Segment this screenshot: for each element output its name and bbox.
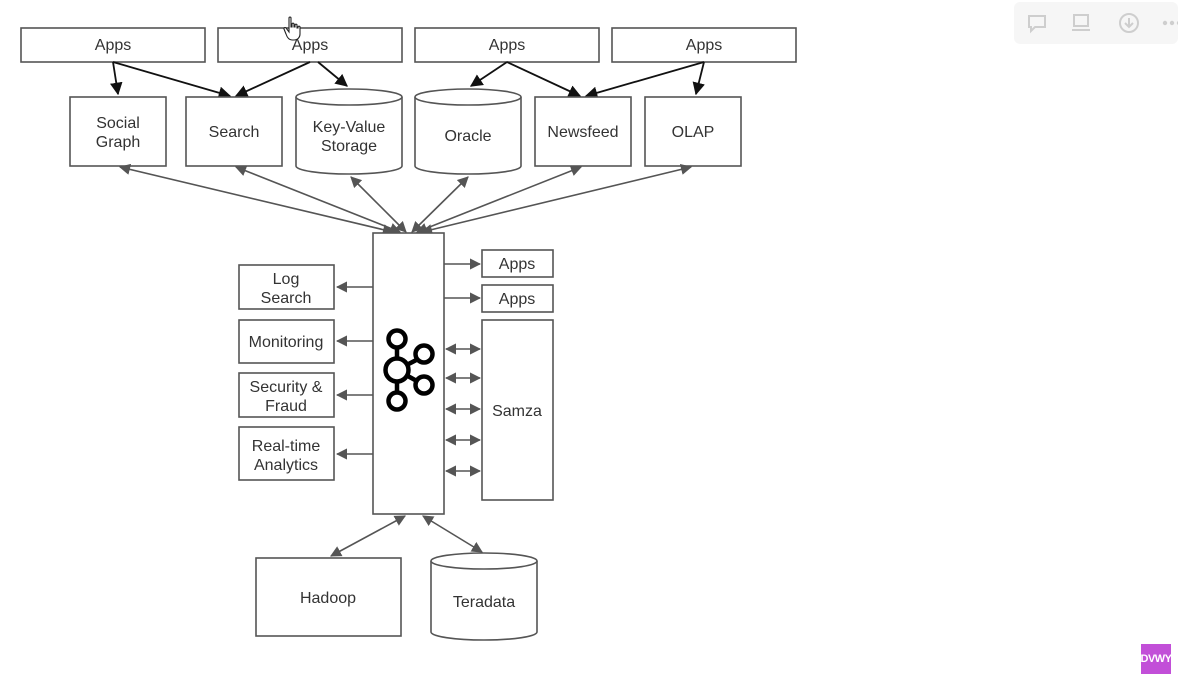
hadoop-label: Hadoop [300, 590, 356, 607]
hub-to-right-arrows [444, 258, 482, 477]
more-icon[interactable] [1160, 12, 1178, 34]
top-apps-box-3: Apps [414, 27, 600, 63]
search-box: Search [185, 96, 283, 167]
right-apps-box-2: Apps [481, 284, 554, 313]
social-graph-box: Social Graph [69, 96, 167, 167]
security-fraud-label-2: Fraud [265, 398, 307, 415]
realtime-analytics-label-2: Analytics [254, 457, 318, 474]
log-search-label-1: Log [273, 271, 300, 288]
arrow-apps4-newsfeed [584, 61, 705, 99]
security-fraud-box: Security & Fraud [238, 372, 335, 418]
top-apps-box-4: Apps [611, 27, 797, 63]
teradata-label: Teradata [453, 594, 515, 611]
monitoring-label: Monitoring [249, 334, 324, 351]
realtime-analytics-box: Real-time Analytics [238, 426, 335, 481]
teradata-cylinder: Teradata [430, 552, 538, 641]
social-graph-label-1: Social [96, 115, 140, 132]
right-apps-box-1: Apps [481, 249, 554, 278]
top-apps-label-1: Apps [95, 37, 131, 54]
arrow-apps4-olap [692, 61, 705, 96]
samza-box: Samza [481, 319, 554, 501]
right-apps-label-2: Apps [499, 291, 535, 308]
top-apps-box-1: Apps [20, 27, 206, 63]
arrow-hub-hadoop [330, 515, 406, 557]
newsfeed-box: Newsfeed [534, 96, 632, 167]
samza-label: Samza [492, 403, 542, 420]
oracle-cylinder: Oracle [414, 88, 522, 175]
log-search-label-2: Search [261, 290, 312, 307]
arrow-hub-teradata [422, 515, 483, 553]
key-value-label-1: Key-Value [313, 119, 386, 136]
social-graph-label-2: Graph [96, 134, 140, 151]
kafka-logo-icon [383, 328, 435, 412]
hub-to-bottom-arrows [330, 515, 483, 557]
arrow-search-hub [234, 165, 402, 234]
stores-to-hub-arrows [118, 163, 693, 236]
arrow-oracle-hub [411, 176, 469, 233]
newsfeed-label: Newsfeed [547, 124, 618, 141]
top-apps-label-2: Apps [292, 37, 328, 54]
top-apps-box-2: Apps [217, 27, 403, 63]
arrow-apps2-keyvalue [317, 61, 348, 87]
arrow-socialgraph-hub [118, 163, 395, 236]
comment-icon[interactable] [1026, 12, 1048, 34]
hadoop-box: Hadoop [255, 557, 402, 637]
hand-cursor-icon [283, 16, 301, 41]
top-apps-label-3: Apps [489, 37, 525, 54]
oracle-label: Oracle [444, 128, 491, 145]
arrow-apps1-search [112, 61, 232, 99]
arrow-apps3-oracle [469, 61, 508, 87]
right-apps-label-1: Apps [499, 256, 535, 273]
arrow-keyvalue-hub [350, 176, 407, 233]
search-label: Search [209, 124, 260, 141]
olap-box: OLAP [644, 96, 742, 167]
arrow-olap-hub [420, 163, 693, 236]
apps-to-stores-arrows [110, 61, 705, 99]
realtime-analytics-label-1: Real-time [252, 438, 321, 455]
key-value-storage-cylinder: Key-Value Storage [295, 88, 403, 175]
arrow-apps2-search [234, 61, 311, 97]
download-icon[interactable] [1118, 12, 1140, 34]
viewer-toolbar [1014, 2, 1178, 44]
arrow-apps3-newsfeed [506, 61, 582, 97]
security-fraud-label-1: Security & [250, 379, 323, 396]
monitoring-box: Monitoring [238, 319, 335, 364]
watermark-badge: DVWY [1141, 644, 1172, 674]
hub-to-left-arrows [335, 281, 373, 460]
arrow-apps1-socialgraph [110, 61, 123, 96]
key-value-label-2: Storage [321, 138, 377, 155]
top-apps-label-4: Apps [686, 37, 722, 54]
olap-label: OLAP [672, 124, 715, 141]
present-icon[interactable] [1070, 12, 1092, 34]
log-search-box: Log Search [238, 264, 335, 310]
